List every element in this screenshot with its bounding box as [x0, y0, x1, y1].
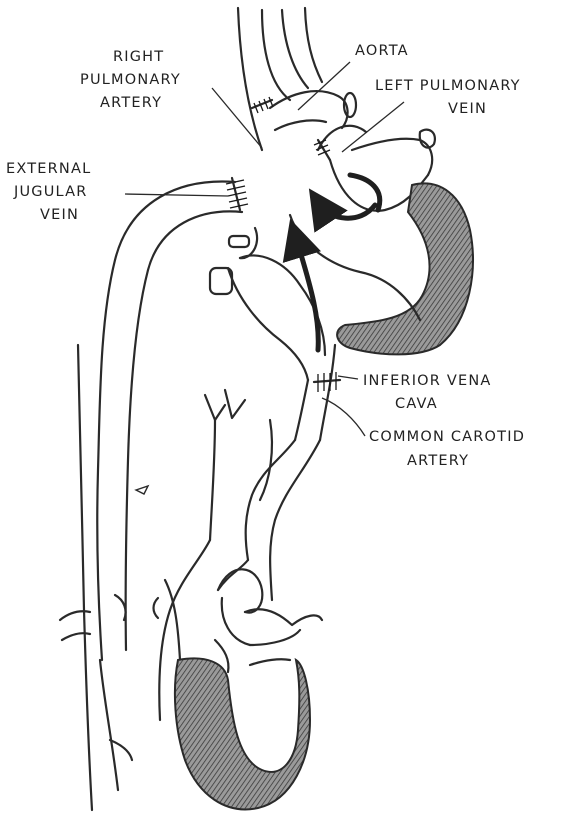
jugular-trunk [100, 660, 118, 790]
artery-branch [205, 395, 225, 420]
aorta-outline [275, 120, 326, 130]
jugular-branch [60, 611, 90, 620]
ivc-outline [295, 380, 308, 440]
common-carotid-artery [270, 440, 320, 600]
suture-marks [226, 97, 340, 392]
label-left-pulmonary-vein-2: VEIN [448, 101, 487, 117]
recipient-atrium [250, 630, 300, 645]
leader-inferior-vena-cava [338, 376, 358, 379]
label-common-carotid-artery-2: ARTERY [407, 453, 469, 469]
artery-branch [210, 420, 215, 540]
label-external-jugular-vein-1: EXTERNAL [6, 161, 91, 177]
artery-branch [260, 420, 272, 500]
recipient-ventricle-myocardium [175, 658, 310, 809]
label-aorta: AORTA [355, 43, 409, 59]
jugular-branch [115, 595, 126, 620]
vessel-mark [136, 486, 148, 494]
label-right-pulmonary-artery-3: ARTERY [100, 95, 162, 111]
label-right-pulmonary-artery-2: PULMONARY [80, 72, 181, 88]
flow-arrow-atrium [320, 205, 375, 218]
jugular-trunk [78, 345, 92, 810]
donor-ventricle-myocardium [337, 183, 473, 354]
external-jugular-vein-inner [126, 211, 242, 650]
recipient-vessel [250, 659, 290, 665]
label-inferior-vena-cava-1: INFERIOR VENA [363, 373, 492, 389]
great-vessel-line [262, 10, 290, 100]
pulmonary-vein-outline [352, 139, 432, 175]
leader-common-carotid-artery [322, 398, 365, 436]
label-inferior-vena-cava-2: CAVA [395, 396, 438, 412]
ivc-outline [320, 345, 335, 440]
label-external-jugular-vein-3: VEIN [40, 207, 79, 223]
label-external-jugular-vein-2: JUGULAR [13, 184, 88, 200]
recipient-heart-outline [222, 598, 250, 645]
recipient-heart-outline [218, 569, 262, 612]
leader-right-pulmonary-artery [212, 88, 262, 148]
recipient-heart [154, 569, 323, 809]
label-right-pulmonary-artery-1: RIGHT [113, 49, 164, 65]
great-vessel-line [238, 8, 262, 150]
great-vessel-line [305, 8, 322, 82]
leader-external-jugular-vein [125, 194, 228, 196]
artery-branch [225, 390, 245, 418]
vessel-stump [229, 236, 249, 247]
recipient-vessel [154, 598, 159, 618]
recipient-atrium [245, 609, 322, 625]
label-left-pulmonary-vein-1: LEFT PULMONARY [375, 78, 521, 94]
middle-trunk [218, 560, 248, 590]
right-atrium-outline [228, 268, 308, 380]
great-vessel-line [282, 10, 308, 88]
aorta-outline [270, 91, 348, 128]
donor-ventricle-outline [290, 215, 420, 320]
label-common-carotid-artery-1: COMMON CAROTID [369, 429, 525, 445]
